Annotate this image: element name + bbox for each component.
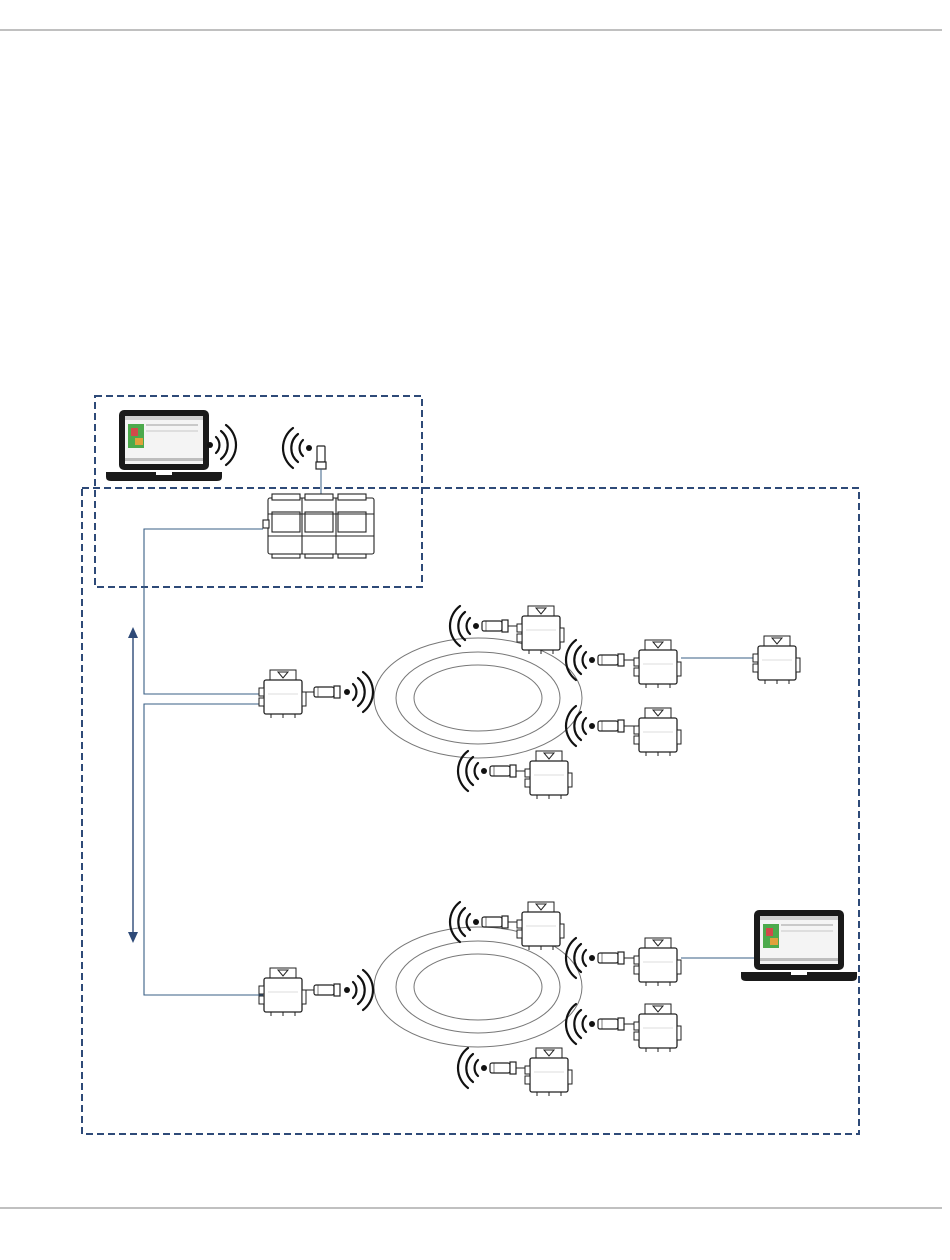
antenna-dongle-icon — [598, 720, 624, 732]
wireless-node-icon — [517, 902, 564, 950]
controller-icon — [263, 494, 374, 558]
mesh-network-1 — [259, 606, 800, 799]
laptop-icon — [106, 410, 222, 481]
wireless-gateway-icon — [259, 968, 306, 1016]
mesh-node[interactable] — [450, 902, 564, 950]
wireless-node-icon — [525, 751, 572, 799]
wireless-node-icon — [634, 708, 681, 756]
wireless-waves-icon — [353, 970, 373, 1010]
wireless-node-icon — [634, 938, 681, 986]
wireless-node-icon — [634, 640, 681, 688]
wired-node-icon — [753, 636, 800, 684]
antenna-dongle-icon — [490, 1062, 516, 1074]
wireless-node-icon — [517, 606, 564, 654]
laptop-top-left[interactable] — [106, 410, 222, 481]
mesh-rings — [374, 638, 582, 758]
wireless-waves-icon — [283, 428, 303, 468]
antenna-dongle-icon — [314, 686, 340, 698]
mesh-node[interactable] — [566, 640, 681, 688]
wireless-node-icon — [634, 1004, 681, 1052]
wireless-waves-icon — [353, 672, 373, 712]
wireless-dot — [207, 442, 213, 448]
bidirectional-arrow — [128, 627, 138, 943]
antenna-dongle-icon — [598, 654, 624, 666]
wireless-gateway-icon — [259, 670, 306, 718]
mesh-node[interactable] — [458, 1048, 572, 1096]
wireless-node-icon — [525, 1048, 572, 1096]
extension-node[interactable] — [753, 636, 800, 684]
wireless-waves-icon — [458, 1048, 478, 1088]
wireless-waves-icon — [566, 706, 586, 746]
wireless-waves-icon — [450, 606, 470, 646]
wireless-waves-icon — [566, 640, 586, 680]
site-zone — [82, 488, 859, 1134]
wireless-dot — [306, 445, 312, 451]
controller-antenna — [316, 446, 326, 498]
laptop-icon — [741, 910, 857, 981]
mesh-node[interactable] — [450, 606, 564, 654]
wireless-waves-icon — [566, 1004, 586, 1044]
wireless-waves-icon — [216, 425, 236, 465]
antenna-dongle-icon — [490, 765, 516, 777]
mesh-node[interactable] — [566, 1004, 681, 1052]
antenna-dongle-icon — [482, 620, 508, 632]
mesh-node[interactable] — [566, 706, 681, 756]
antenna-dongle-icon — [314, 984, 340, 996]
laptop-bottom-right[interactable] — [741, 910, 857, 981]
mesh-network-2 — [259, 902, 857, 1096]
central-controller[interactable] — [263, 494, 374, 558]
antenna-dongle-icon — [598, 1018, 624, 1030]
antenna-dongle-icon — [598, 952, 624, 964]
bus-line — [144, 529, 263, 995]
wireless-waves-icon — [458, 751, 478, 791]
wireless-waves-icon — [450, 902, 470, 942]
mesh-node[interactable] — [566, 938, 681, 986]
gateway-2[interactable] — [259, 968, 373, 1016]
antenna-dongle-icon — [482, 916, 508, 928]
gateway-1[interactable] — [259, 670, 373, 718]
